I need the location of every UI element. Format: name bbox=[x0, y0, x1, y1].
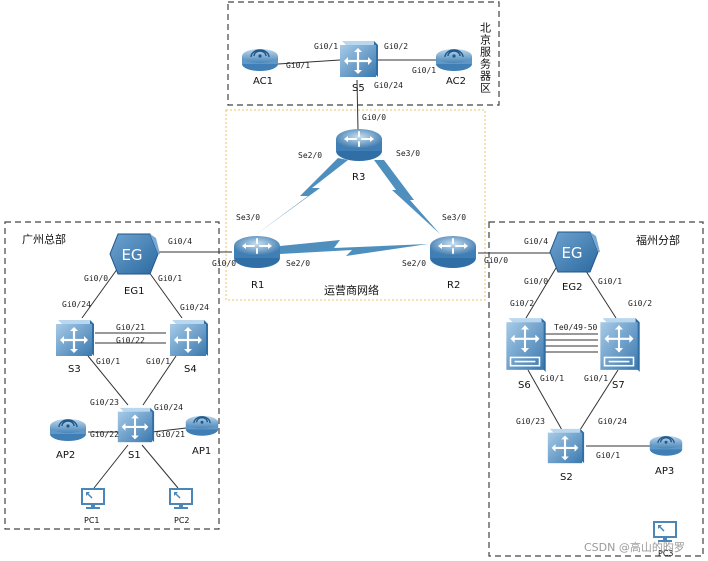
port-r2-se20: Se2/0 bbox=[402, 259, 426, 268]
port-s7-g02: Gi0/2 bbox=[628, 299, 652, 308]
fuzhou-branch-zone-box bbox=[488, 221, 704, 557]
port-s2-g024: Gi0/24 bbox=[598, 417, 627, 426]
isp-region-label: 运营商网络 bbox=[324, 283, 379, 297]
ac2-label: AC2 bbox=[446, 76, 466, 87]
s1-switch-icon[interactable] bbox=[116, 406, 156, 444]
pc1-label: PC1 bbox=[84, 516, 100, 525]
ac1-label: AC1 bbox=[253, 76, 273, 87]
port-r3-se20: Se2/0 bbox=[298, 151, 322, 160]
port-ac1-g01: Gi0/1 bbox=[286, 61, 310, 70]
s6-core-switch-icon[interactable] bbox=[505, 317, 547, 373]
port-s5-g01: Gi0/1 bbox=[314, 42, 338, 51]
s7-label: S7 bbox=[612, 380, 625, 391]
port-s3s4-g022: Gi0/22 bbox=[116, 336, 145, 345]
port-s7-g01: Gi0/1 bbox=[584, 374, 608, 383]
port-eg1-g01: Gi0/1 bbox=[158, 274, 182, 283]
s4-switch-icon[interactable] bbox=[168, 318, 210, 358]
device-labels: AC1 S5 AC2 R3 R1 R2 EG1 S3 S4 S1 AP2 AP1… bbox=[56, 76, 674, 558]
r3-label: R3 bbox=[352, 172, 365, 183]
port-s3s4-g021: Gi0/21 bbox=[116, 323, 145, 332]
wan-serial-links bbox=[254, 158, 440, 256]
pc3-label: PC3 bbox=[658, 549, 674, 558]
ac2-access-controller-icon[interactable] bbox=[435, 48, 473, 72]
eg1-icon-text: EG bbox=[121, 246, 142, 264]
port-r2-g00: Gi0/0 bbox=[484, 256, 508, 265]
s1-label: S1 bbox=[128, 450, 141, 461]
s5-label: S5 bbox=[352, 83, 365, 94]
port-s4-g024: Gi0/24 bbox=[180, 303, 209, 312]
pc1-icon[interactable] bbox=[81, 488, 105, 510]
port-s6-g01: Gi0/1 bbox=[540, 374, 564, 383]
beijing-region-label: 北京服务器区 bbox=[479, 22, 492, 94]
port-r1-se20: Se2/0 bbox=[286, 259, 310, 268]
pc2-icon[interactable] bbox=[169, 488, 193, 510]
port-s5-g024: Gi0/24 bbox=[374, 81, 403, 90]
port-s3-g024: Gi0/24 bbox=[62, 300, 91, 309]
port-eg1-g04: Gi0/4 bbox=[168, 237, 192, 246]
r1-label: R1 bbox=[251, 280, 264, 291]
ac1-access-controller-icon[interactable] bbox=[241, 48, 279, 72]
port-s2-g01: Gi0/1 bbox=[596, 451, 620, 460]
s4-label: S4 bbox=[184, 364, 197, 375]
eg2-label: EG2 bbox=[562, 282, 582, 293]
s2-switch-icon[interactable] bbox=[546, 427, 586, 465]
port-r1-se30: Se3/0 bbox=[236, 213, 260, 222]
port-s1-g022: Gi0/22 bbox=[90, 430, 119, 439]
s6-label: S6 bbox=[518, 380, 531, 391]
s2-label: S2 bbox=[560, 472, 573, 483]
eg2-icon-text: EG bbox=[561, 244, 582, 262]
port-labels: Gi0/1 Gi0/1 Gi0/2 Gi0/1 Gi0/24 Gi0/0 Se2… bbox=[62, 42, 652, 460]
port-s1-g024: Gi0/24 bbox=[154, 403, 183, 412]
port-eg2-g04: Gi0/4 bbox=[524, 237, 548, 246]
port-ac2-g01: Gi0/1 bbox=[412, 66, 436, 75]
port-r1-g00: Gi0/0 bbox=[212, 259, 236, 268]
eg1-label: EG1 bbox=[124, 286, 144, 297]
port-eg1-g00: Gi0/0 bbox=[84, 274, 108, 283]
s3-switch-icon[interactable] bbox=[54, 318, 96, 358]
ap3-access-point-icon[interactable] bbox=[649, 435, 683, 457]
port-eg2-g01: Gi0/1 bbox=[598, 277, 622, 286]
port-r3-g00: Gi0/0 bbox=[362, 113, 386, 122]
ap3-label: AP3 bbox=[655, 466, 674, 477]
fuzhou-region-label: 福州分部 bbox=[636, 233, 680, 247]
pc2-label: PC2 bbox=[174, 516, 190, 525]
pc3-icon[interactable] bbox=[653, 521, 677, 543]
port-r2-se30: Se3/0 bbox=[442, 213, 466, 222]
r3-router-icon[interactable] bbox=[334, 127, 384, 163]
ap1-label: AP1 bbox=[192, 446, 211, 457]
guangzhou-region-label: 广州总部 bbox=[22, 232, 66, 246]
s3-label: S3 bbox=[68, 364, 81, 375]
r2-label: R2 bbox=[447, 280, 460, 291]
s7-core-switch-icon[interactable] bbox=[599, 317, 641, 373]
links bbox=[81, 59, 652, 489]
port-eg2-g00: Gi0/0 bbox=[524, 277, 548, 286]
guangzhou-hq-zone-box bbox=[4, 221, 220, 530]
beijing-server-zone-box bbox=[227, 1, 500, 106]
port-s2-g023: Gi0/23 bbox=[516, 417, 545, 426]
r2-router-icon[interactable] bbox=[428, 234, 478, 270]
port-s4-g01: Gi0/1 bbox=[146, 357, 170, 366]
port-s1-g023: Gi0/23 bbox=[90, 398, 119, 407]
port-te-agg: Te0/49-50 bbox=[554, 323, 598, 332]
r1-router-icon[interactable] bbox=[232, 234, 282, 270]
port-r3-se30: Se3/0 bbox=[396, 149, 420, 158]
ap2-label: AP2 bbox=[56, 450, 75, 461]
csdn-watermark: CSDN @高山的昀罗 bbox=[584, 540, 685, 554]
s5-switch-icon[interactable] bbox=[338, 39, 380, 79]
ap2-access-point-icon[interactable] bbox=[49, 418, 87, 442]
port-s1-g021: Gi0/21 bbox=[156, 430, 185, 439]
ap1-access-point-icon[interactable] bbox=[185, 415, 219, 437]
port-s6-g02: Gi0/2 bbox=[510, 299, 534, 308]
isp-zone-box bbox=[225, 109, 486, 301]
port-s5-g02: Gi0/2 bbox=[384, 42, 408, 51]
port-s3-g01: Gi0/1 bbox=[96, 357, 120, 366]
